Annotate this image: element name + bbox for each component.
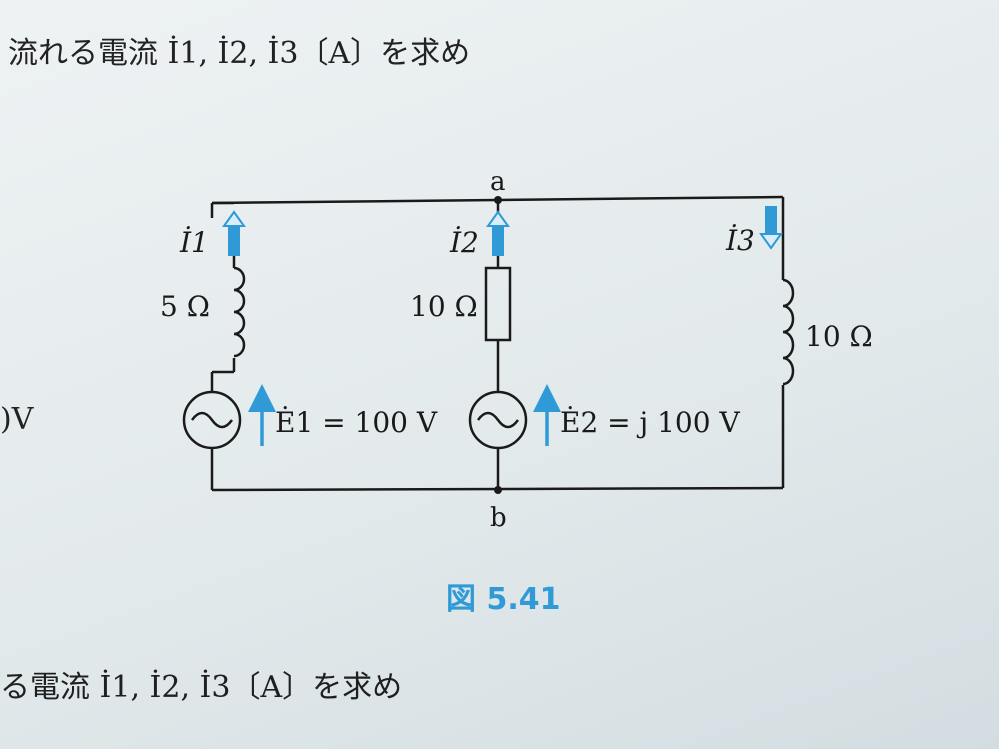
node-b-dot bbox=[494, 486, 502, 494]
problem-fragment-left: )V bbox=[0, 402, 34, 437]
impedance-1-label: 5 Ω bbox=[160, 290, 210, 323]
figure-caption: 図 5.41 bbox=[446, 582, 561, 617]
source-1-label: Ė1 = 100 V bbox=[275, 406, 438, 439]
problem-text-bottom: る電流 İ1, İ2, İ3〔A〕を求め bbox=[0, 670, 403, 705]
ac-source-2-icon bbox=[468, 390, 528, 450]
source-2-label: Ė2 = j 100 V bbox=[560, 406, 740, 439]
current-arrow-2-icon bbox=[486, 210, 510, 256]
current-arrow-3-icon bbox=[759, 206, 783, 250]
current-2-label: İ2 bbox=[449, 226, 479, 259]
current-1-label: İ1 bbox=[179, 226, 209, 259]
resistor-2-icon bbox=[484, 266, 512, 342]
ac-source-1-icon bbox=[182, 390, 242, 450]
impedance-2-label: 10 Ω bbox=[410, 290, 478, 323]
inductor-1-icon bbox=[233, 266, 246, 358]
node-a-label: a bbox=[490, 167, 506, 197]
impedance-3-label: 10 Ω bbox=[805, 320, 873, 353]
node-a-dot bbox=[494, 196, 502, 204]
current-arrow-1-icon bbox=[222, 210, 246, 256]
problem-text-top: 流れる電流 İ1, İ2, İ3〔A〕を求め bbox=[8, 36, 471, 71]
inductor-3-icon bbox=[782, 278, 795, 386]
node-b-label: b bbox=[490, 503, 507, 533]
current-3-label: İ3 bbox=[725, 224, 755, 257]
